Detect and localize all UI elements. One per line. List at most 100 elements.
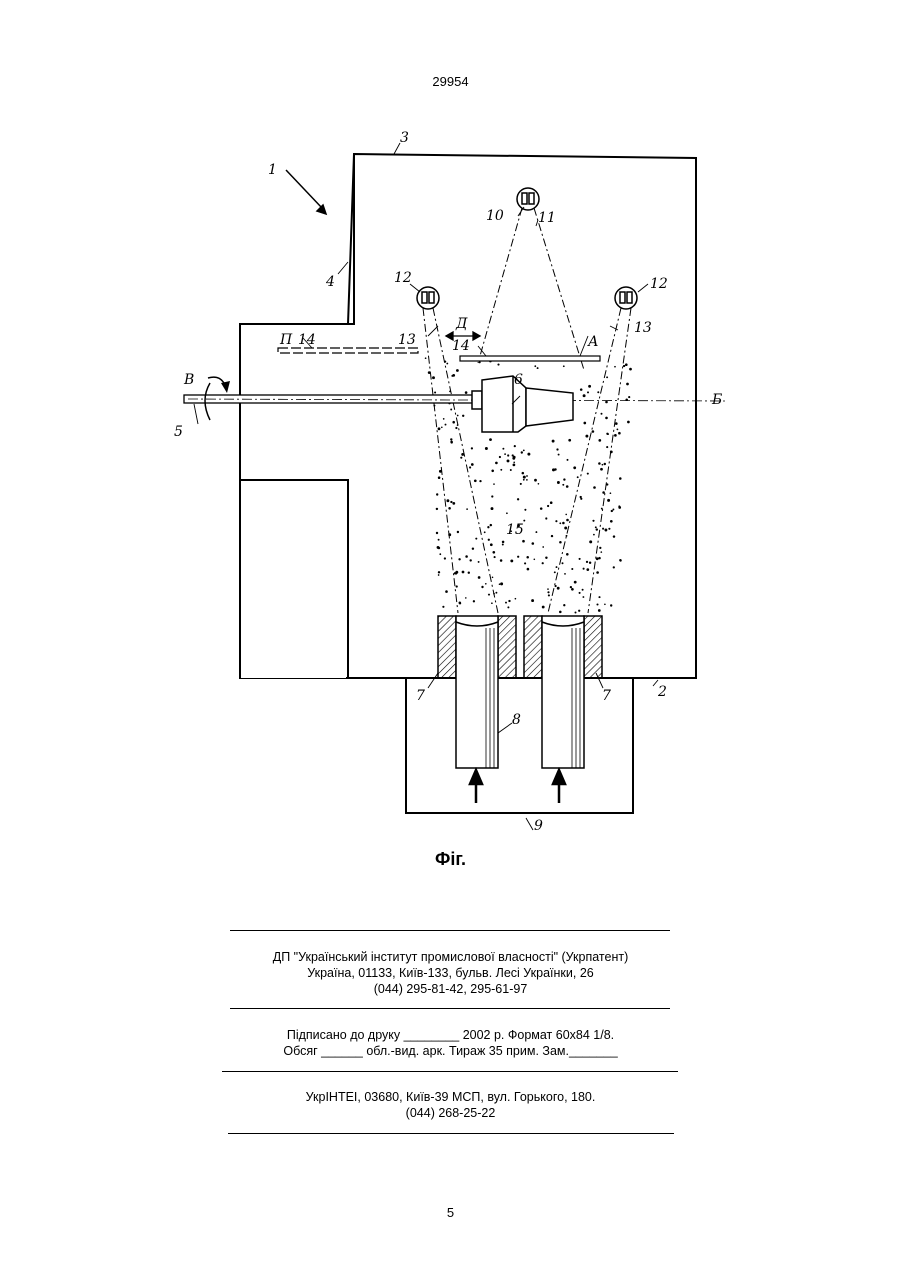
holder-left-outer <box>438 616 456 678</box>
vapor-dot <box>475 538 477 540</box>
vapor-dot <box>444 360 446 362</box>
vapor-dot <box>514 445 516 447</box>
vapor-dot <box>442 606 444 608</box>
vapor-dot <box>502 544 504 546</box>
vapor-dot <box>571 588 574 591</box>
vapor-dot <box>478 561 480 563</box>
vapor-dot <box>585 435 588 438</box>
vapor-dot <box>534 365 536 367</box>
vapor-dot <box>583 568 585 570</box>
label-14-left: 14 <box>298 332 316 348</box>
vapor-dot <box>488 594 490 596</box>
vapor-dot <box>436 493 438 495</box>
vapor-dot <box>589 562 591 564</box>
vapor-dot <box>466 508 468 510</box>
substrate-left <box>278 348 418 353</box>
vapor-dot <box>582 596 584 598</box>
vapor-dot <box>458 558 460 560</box>
vapor-dot <box>489 438 492 441</box>
label-V: В <box>183 372 194 388</box>
vapor-dot <box>606 376 608 378</box>
vapor-dot <box>598 596 600 598</box>
vapor-dot <box>625 363 628 366</box>
vapor-dot <box>505 602 507 604</box>
vapor-dot <box>444 557 446 559</box>
vapor-dot <box>598 439 601 442</box>
vapor-dot <box>515 598 517 600</box>
vapor-dot <box>452 421 455 424</box>
vapor-dot <box>441 426 443 428</box>
patent-figure: 1 2 3 4 5 6 7 7 8 9 10 11 12 12 13 13 14… <box>148 108 748 848</box>
vapor-dot <box>562 562 564 564</box>
vapor-dot <box>445 590 448 593</box>
vapor-dot <box>618 432 621 435</box>
vapor-dot <box>559 522 561 524</box>
vapor-dot <box>532 542 535 545</box>
vapor-dot <box>523 479 525 481</box>
rod-right <box>542 616 584 768</box>
vapor-dot <box>493 593 495 595</box>
vapor-dot <box>452 502 455 505</box>
vapor-dot <box>497 364 499 366</box>
divider-2 <box>230 1008 670 1009</box>
vapor-dot <box>604 529 607 532</box>
imprint-line-4: Підписано до друку ________ 2002 р. Форм… <box>0 1027 901 1043</box>
vapor-dot <box>457 531 459 533</box>
vapor-dot <box>491 602 493 604</box>
vapor-dot <box>537 367 539 369</box>
label-5: 5 <box>174 424 183 440</box>
vapor-dot <box>449 391 451 393</box>
vapor-dot <box>481 586 483 588</box>
vapor-dot <box>582 589 584 591</box>
vapor-dot <box>490 524 492 526</box>
vapor-dot <box>450 441 453 444</box>
vapor-dot <box>578 610 580 612</box>
vapor-dot <box>448 507 451 510</box>
vapor-dot <box>586 568 589 571</box>
vapor-dot <box>531 599 534 602</box>
vapor-dot <box>517 556 519 558</box>
label-7-right: 7 <box>602 688 611 704</box>
vapor-dot <box>550 501 553 504</box>
vapor-dot <box>600 551 602 553</box>
vapor-dot <box>574 611 576 613</box>
holder-left-inner <box>498 616 516 678</box>
vapor-dot <box>527 568 530 571</box>
vapor-dot <box>610 520 613 523</box>
vapor-dot <box>574 581 577 584</box>
vapor-dot <box>599 547 601 549</box>
vapor-dot <box>596 571 599 574</box>
vapor-dot <box>512 457 515 460</box>
label-4: 4 <box>325 274 335 290</box>
vapor-dot <box>596 528 598 530</box>
imprint-line-2: Україна, 01133, Київ-133, бульв. Лесі Ук… <box>0 965 901 981</box>
page-number-top: 29954 <box>0 74 901 89</box>
label-8: 8 <box>512 712 521 728</box>
vapor-dot <box>606 433 608 435</box>
vapor-dot <box>542 606 545 609</box>
vapor-dot <box>587 391 589 393</box>
vapor-dot <box>506 512 508 514</box>
vapor-dot <box>523 476 526 479</box>
rod-left <box>456 616 498 768</box>
label-14-right: 14 <box>452 338 470 354</box>
vapor-dot <box>437 546 440 549</box>
vapor-dot <box>593 486 596 489</box>
vapor-dot <box>605 417 608 420</box>
vapor-dot <box>507 459 510 462</box>
vapor-dot <box>450 501 452 503</box>
vapor-dot <box>601 508 603 510</box>
vapor-dot <box>495 462 498 465</box>
vapor-dot <box>592 430 595 433</box>
vapor-dot <box>559 541 562 544</box>
vapor-dot <box>570 586 572 588</box>
vapor-dot <box>583 422 586 425</box>
vapor-dot <box>507 606 509 608</box>
vapor-dot <box>436 532 438 534</box>
holder-right-outer <box>584 616 602 678</box>
vapor-dot <box>450 438 452 440</box>
vapor-dot <box>612 509 614 511</box>
vapor-dot <box>446 363 448 365</box>
label-12-left: 12 <box>394 270 412 286</box>
vapor-dot <box>502 448 504 450</box>
